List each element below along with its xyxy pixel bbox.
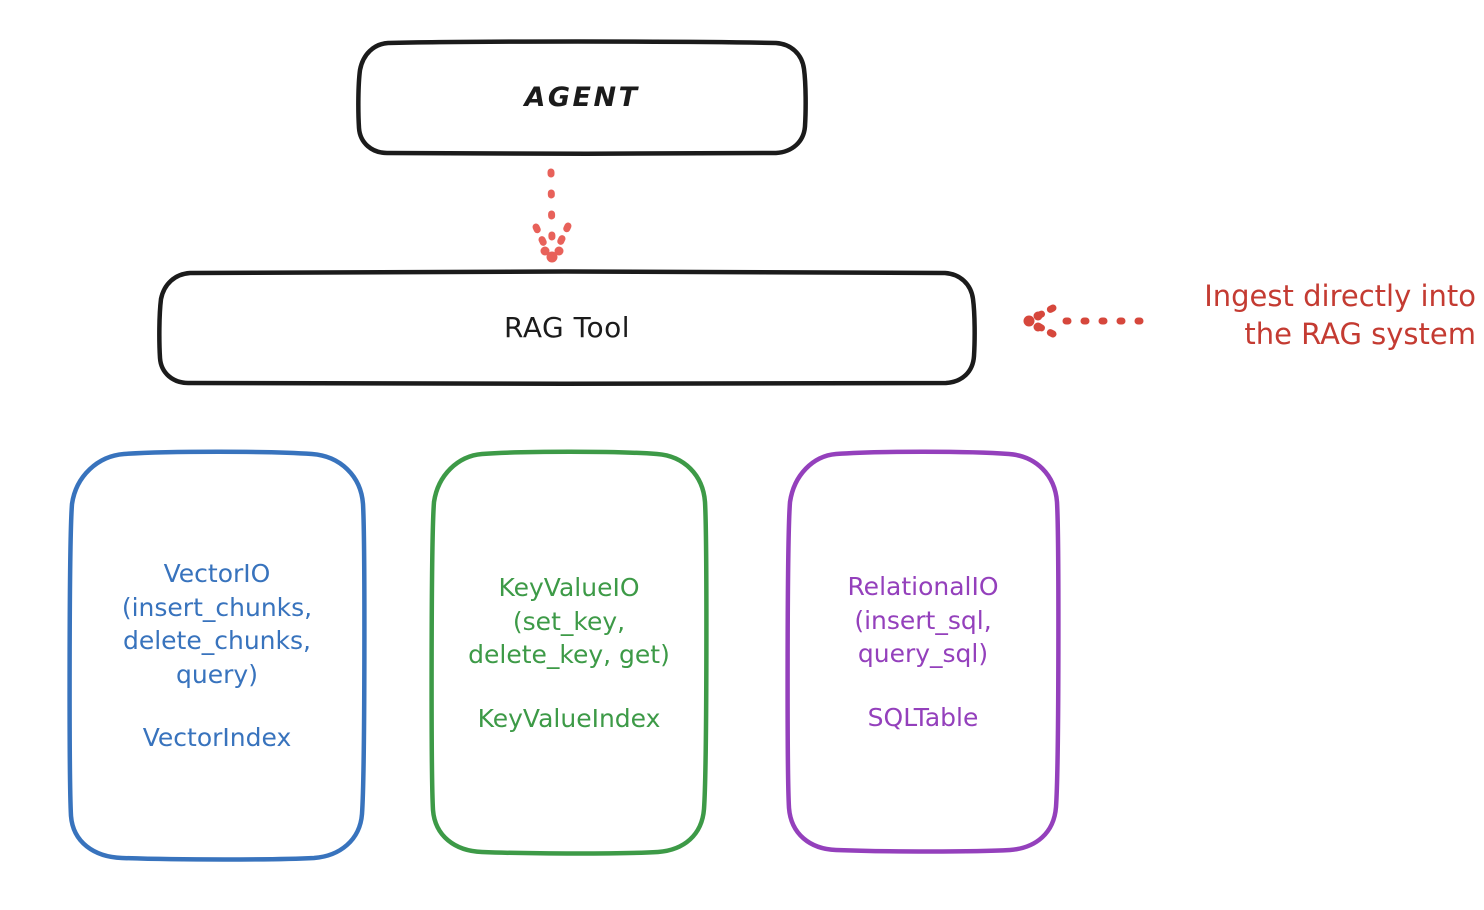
agent-label: AGENT <box>524 82 640 114</box>
node-vector-io[interactable]: VectorIO (insert_chunks, delete_chunks, … <box>66 449 368 862</box>
node-key-value-io[interactable]: KeyValueIO (set_key, delete_key, get) Ke… <box>428 449 710 856</box>
vector-index-label: VectorIndex <box>142 723 292 753</box>
node-relational-io[interactable]: RelationalIO (insert_sql, query_sql) SQL… <box>784 449 1062 854</box>
connector-agent-to-rag-tool <box>532 168 572 263</box>
vector-io-api-label: VectorIO (insert_chunks, delete_chunks, … <box>121 559 313 689</box>
key-value-index-label: KeyValueIndex <box>477 703 661 733</box>
annotation-ingest-directly: Ingest directly into the RAG system <box>1204 279 1476 351</box>
connector-annotation-to-rag-tool <box>1023 304 1144 338</box>
node-agent[interactable]: AGENT <box>356 39 808 156</box>
relational-io-api-label: RelationalIO (insert_sql, query_sql) <box>847 572 999 668</box>
rag-tool-label: RAG Tool <box>504 310 630 344</box>
key-value-io-api-label: KeyValueIO (set_key, delete_key, get) <box>468 573 670 669</box>
sql-table-label: SQLTable <box>867 702 979 732</box>
node-rag-tool[interactable]: RAG Tool <box>156 269 978 386</box>
